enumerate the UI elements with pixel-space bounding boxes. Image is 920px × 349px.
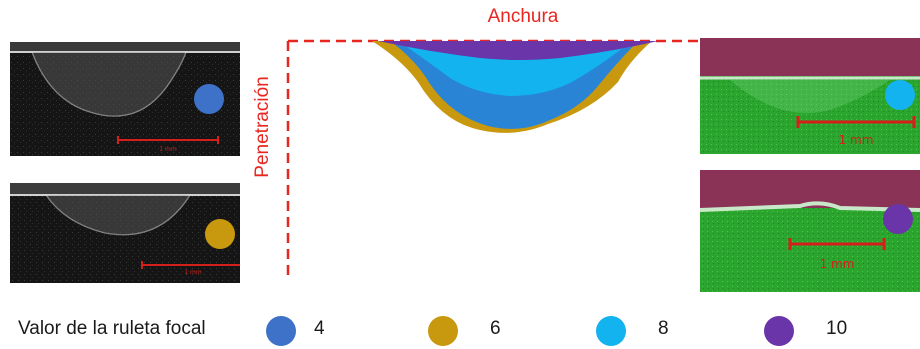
profile-setting-10: [378, 41, 658, 60]
scale-label-8: 1 mm: [839, 133, 874, 147]
legend-value-4: 4: [314, 318, 325, 339]
legend-dot-8: [596, 316, 626, 346]
legend-dot-4: [266, 316, 296, 346]
setting-dot-8: [885, 80, 915, 110]
legend-title: Valor de la ruleta focal: [18, 318, 206, 339]
legend-value-10: 10: [826, 318, 848, 339]
setting-dot-6: [205, 219, 235, 249]
micrograph-setting-8: 1 mm: [700, 38, 920, 154]
micrograph-setting-10: 1 mm: [700, 170, 920, 292]
legend-dot-10: [764, 316, 794, 346]
scale-label-10: 1 mm: [820, 257, 855, 271]
width-label: Anchura: [487, 6, 559, 27]
legend-dot-6: [428, 316, 458, 346]
setting-dot-10: [883, 204, 913, 234]
penetration-label: Penetración: [252, 76, 273, 178]
weld-profile-overlay: [280, 30, 700, 280]
micrograph-setting-4: 1 mm: [10, 42, 240, 156]
scale-label-6: 1 mm: [184, 269, 202, 276]
legend-value-8: 8: [658, 318, 669, 339]
micrograph-setting-6: 1 mm: [10, 183, 240, 283]
legend-value-6: 6: [490, 318, 501, 339]
scale-label-4: 1 mm: [159, 146, 177, 153]
setting-dot-4: [194, 84, 224, 114]
